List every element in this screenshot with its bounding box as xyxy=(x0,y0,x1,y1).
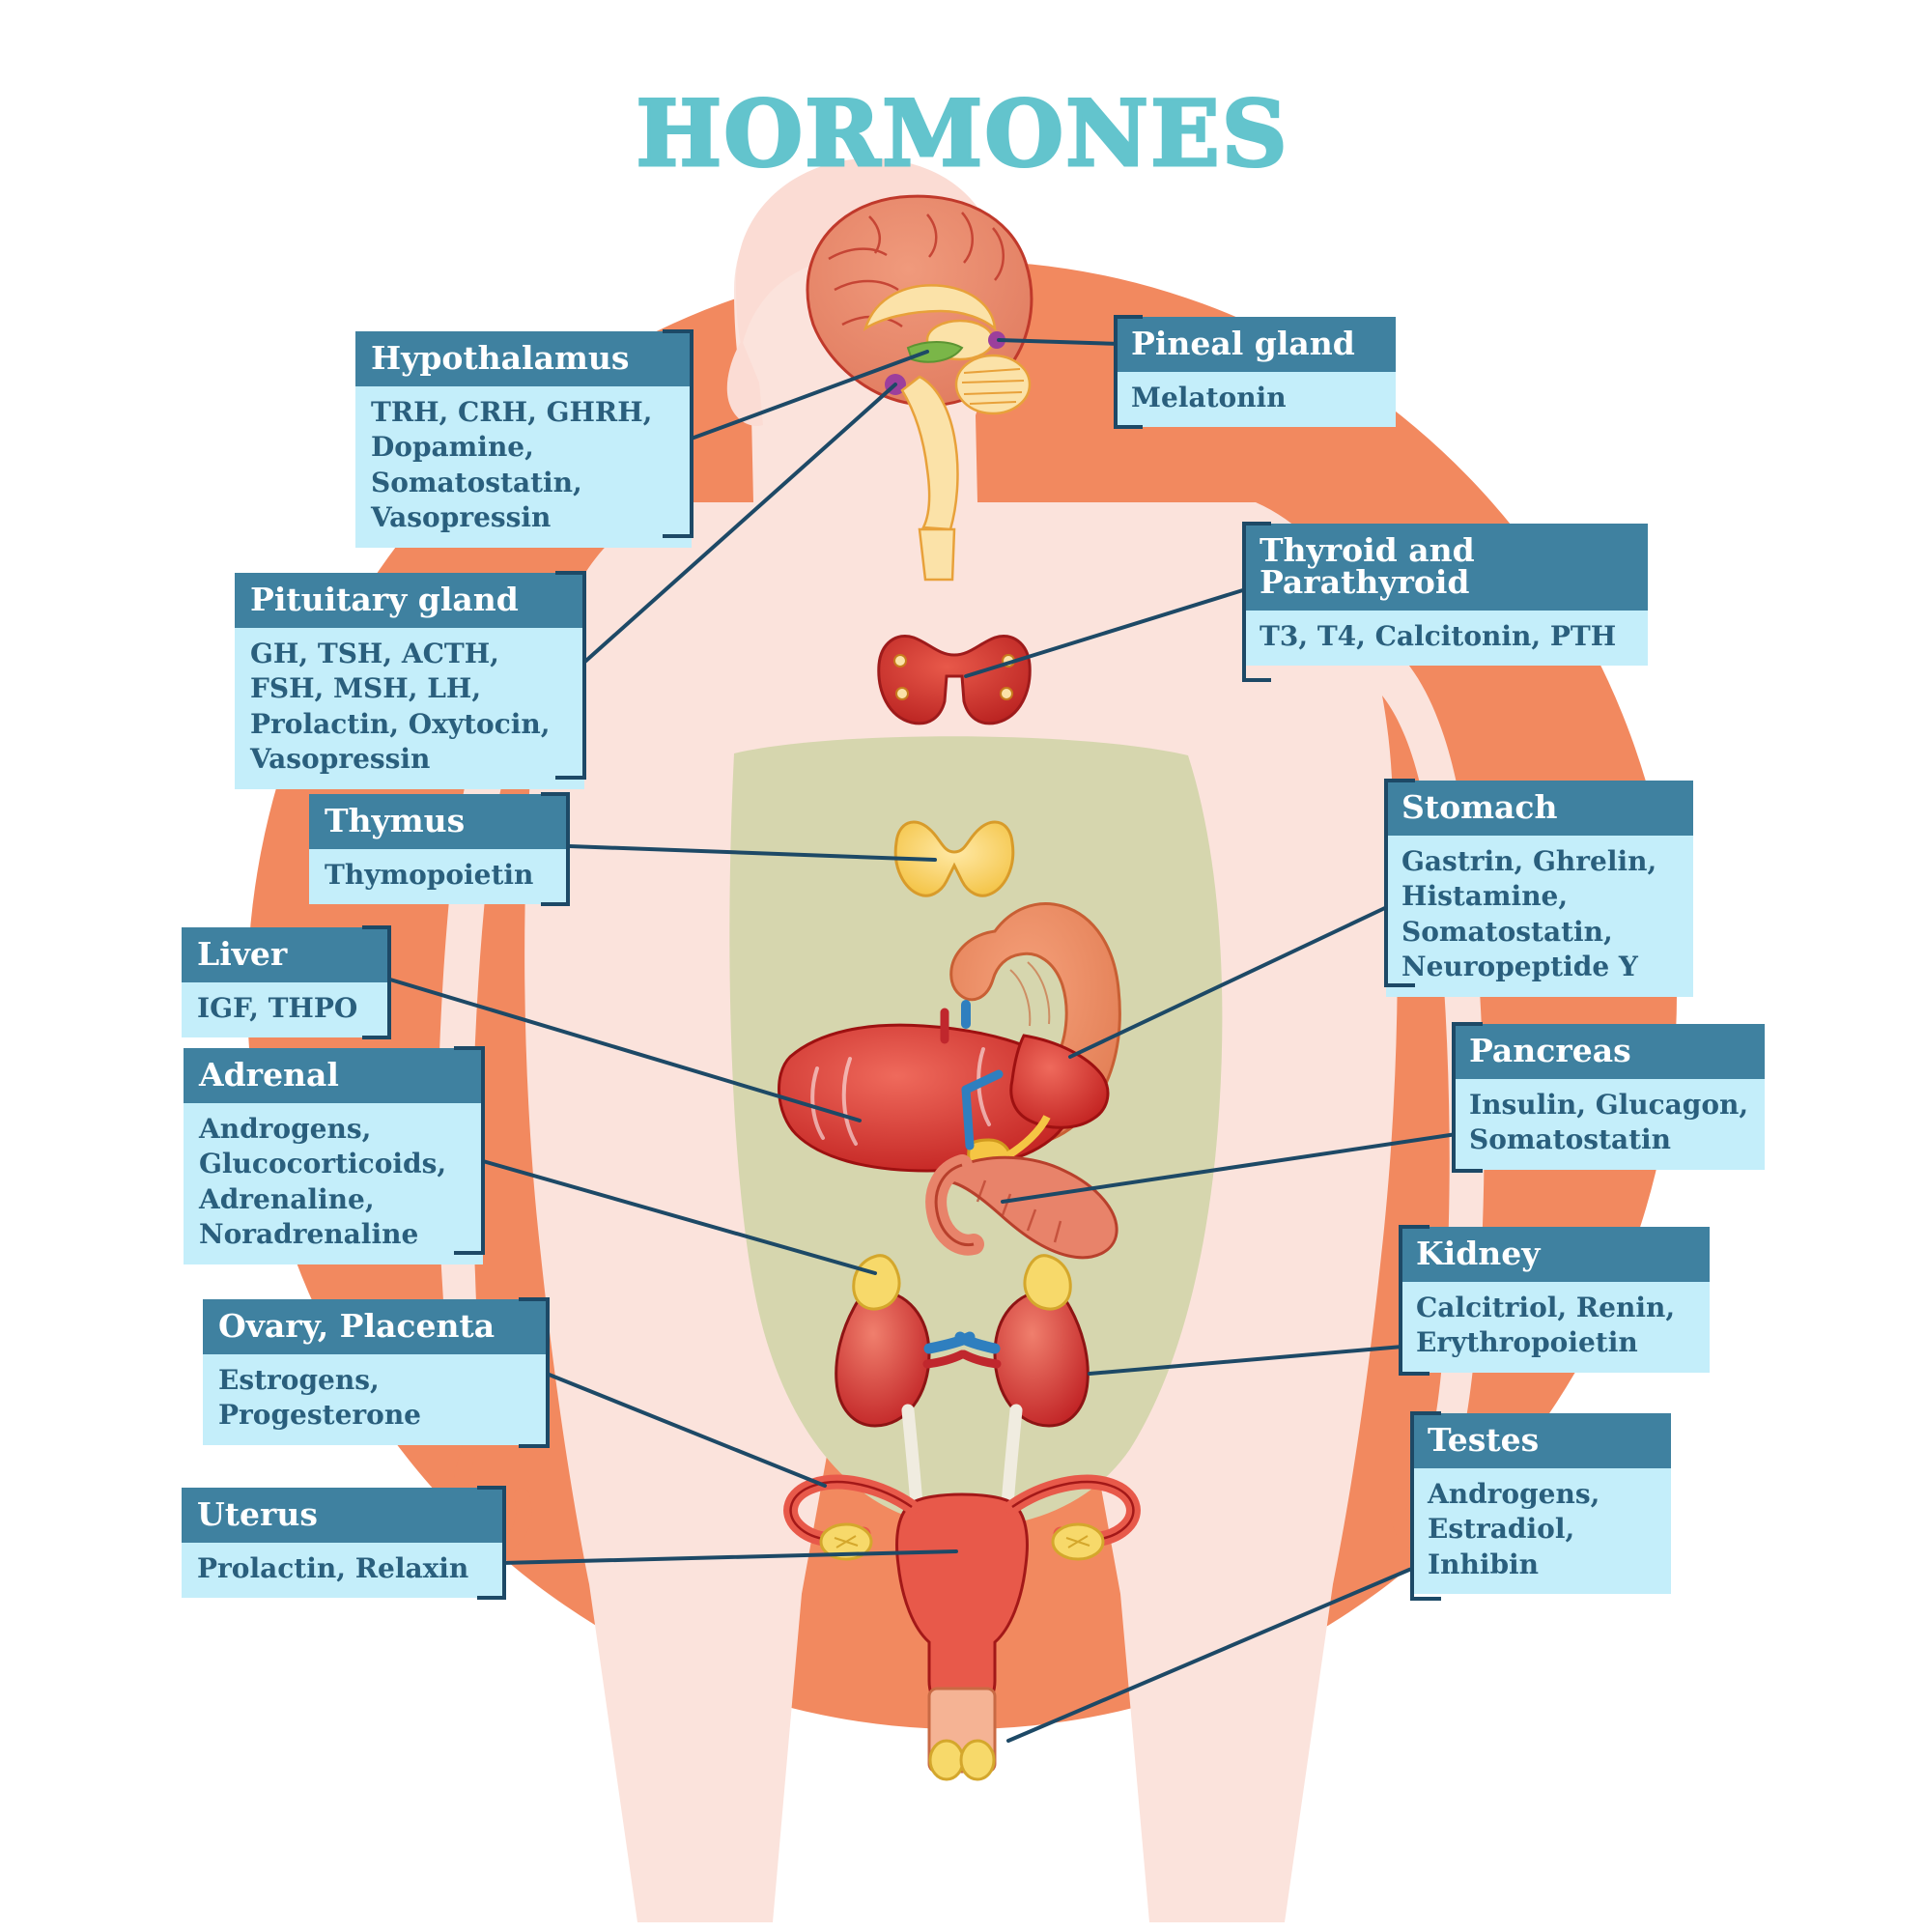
testes-illustration xyxy=(927,1687,997,1781)
callout-ovary-placenta-title: Ovary, Placenta xyxy=(203,1299,548,1354)
callout-stomach-hormones: Gastrin, Ghrelin, Histamine, Somatostati… xyxy=(1386,836,1693,997)
callout-testes[interactable]: Testes Androgens, Estradiol, Inhibin xyxy=(1410,1411,1671,1601)
callout-pituitary-gland-title: Pituitary gland xyxy=(235,573,584,628)
callout-testes-hormones: Androgens, Estradiol, Inhibin xyxy=(1412,1468,1671,1595)
callout-hypothalamus-title: Hypothalamus xyxy=(355,331,692,386)
bracket-accent xyxy=(1410,1411,1441,1601)
callout-pineal-gland[interactable]: Pineal gland Melatonin xyxy=(1114,315,1396,429)
bracket-accent xyxy=(1114,315,1143,429)
brain-illustration xyxy=(806,194,1033,582)
callout-hypothalamus[interactable]: Hypothalamus TRH, CRH, GHRH, Dopamine, S… xyxy=(355,329,694,548)
thymus-illustration xyxy=(893,820,1015,897)
callout-thymus-title: Thymus xyxy=(309,794,568,849)
callout-thyroid-and-parathyroid-title: Thyroid and Parathyroid xyxy=(1244,524,1648,611)
callout-kidney[interactable]: Kidney Calcitriol, Renin, Erythropoietin xyxy=(1399,1225,1710,1376)
pancreas-illustration xyxy=(925,1154,1118,1260)
bracket-accent xyxy=(663,329,694,538)
callout-uterus-title: Uterus xyxy=(182,1488,504,1543)
callout-pineal-gland-title: Pineal gland xyxy=(1116,317,1396,372)
callout-uterus[interactable]: Uterus Prolactin, Relaxin xyxy=(182,1486,506,1600)
callout-pituitary-gland-hormones: GH, TSH, ACTH, FSH, MSH, LH, Prolactin, … xyxy=(235,628,584,789)
uterus-illustration xyxy=(783,1474,1141,1770)
bracket-accent xyxy=(555,571,586,780)
bracket-accent xyxy=(541,792,570,906)
thyroid-illustration xyxy=(877,635,1032,725)
bracket-accent xyxy=(454,1046,485,1255)
callout-stomach[interactable]: Stomach Gastrin, Ghrelin, Histamine, Som… xyxy=(1384,779,1693,997)
callout-pancreas-title: Pancreas xyxy=(1454,1024,1765,1079)
bracket-accent xyxy=(477,1486,506,1600)
bracket-accent xyxy=(1242,522,1271,682)
bracket-accent xyxy=(362,925,391,1039)
callout-ovary-placenta[interactable]: Ovary, Placenta Estrogens, Progesterone xyxy=(203,1297,550,1448)
callout-testes-title: Testes xyxy=(1412,1413,1671,1468)
callout-ovary-placenta-hormones: Estrogens, Progesterone xyxy=(203,1354,548,1445)
callout-adrenal-hormones: Androgens, Glucocorticoids, Adrenaline, … xyxy=(184,1103,483,1264)
callout-stomach-title: Stomach xyxy=(1386,781,1693,836)
callout-pituitary-gland[interactable]: Pituitary gland GH, TSH, ACTH, FSH, MSH,… xyxy=(235,571,586,789)
callout-thymus[interactable]: Thymus Thymopoietin xyxy=(309,792,570,906)
callout-pineal-gland-hormones: Melatonin xyxy=(1116,372,1396,428)
bracket-accent xyxy=(1452,1022,1483,1173)
callout-liver[interactable]: Liver IGF, THPO xyxy=(182,925,391,1039)
callout-kidney-hormones: Calcitriol, Renin, Erythropoietin xyxy=(1401,1282,1710,1373)
bracket-accent xyxy=(1399,1225,1430,1376)
callout-adrenal[interactable]: Adrenal Androgens, Glucocorticoids, Adre… xyxy=(184,1046,485,1264)
callout-pancreas[interactable]: Pancreas Insulin, Glucagon, Somatostatin xyxy=(1452,1022,1765,1173)
callout-liver-hormones: IGF, THPO xyxy=(182,982,389,1038)
hypothalamus-marker xyxy=(906,341,964,363)
callout-adrenal-title: Adrenal xyxy=(184,1048,483,1103)
callout-uterus-hormones: Prolactin, Relaxin xyxy=(182,1543,504,1599)
page-title: HORMONES xyxy=(635,81,1289,187)
callout-hypothalamus-hormones: TRH, CRH, GHRH, Dopamine, Somatostatin, … xyxy=(355,386,692,548)
callout-pancreas-hormones: Insulin, Glucagon, Somatostatin xyxy=(1454,1079,1765,1170)
callout-kidney-title: Kidney xyxy=(1401,1227,1710,1282)
callout-liver-title: Liver xyxy=(182,927,389,982)
leader-lines xyxy=(388,338,1458,1743)
callout-thyroid-and-parathyroid-hormones: T3, T4, Calcitonin, PTH xyxy=(1244,611,1648,667)
callout-thymus-hormones: Thymopoietin xyxy=(309,849,568,905)
callout-thyroid-and-parathyroid[interactable]: Thyroid and Parathyroid T3, T4, Calciton… xyxy=(1242,522,1648,682)
bracket-accent xyxy=(519,1297,550,1448)
bracket-accent xyxy=(1384,779,1415,987)
